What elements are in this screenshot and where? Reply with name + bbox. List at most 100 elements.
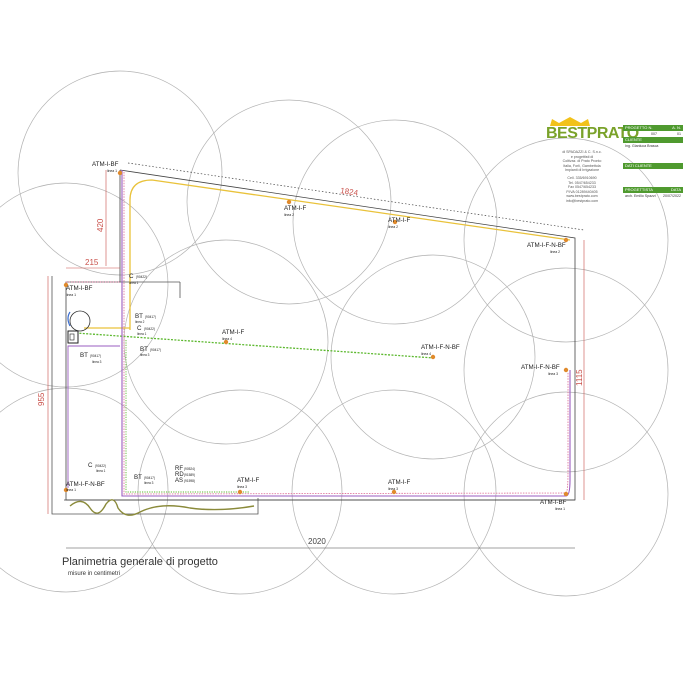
- fitting-label: RD (91589): [175, 472, 195, 478]
- sprinkler-label: ATM-I-F linea 3: [237, 477, 259, 489]
- sprinkler-label: ATM-I-F-N-BF linea 2: [527, 242, 566, 254]
- sprinkler-label: ATM-I-F-N-BF linea 3: [521, 364, 560, 376]
- svg-text:ATM-I-F: ATM-I-F: [237, 477, 259, 484]
- svg-text:ATM-I-F-N-BF: ATM-I-F-N-BF: [521, 364, 560, 371]
- svg-text:(90417): (90417): [145, 315, 156, 319]
- svg-text:ATM-I-F-N-BF: ATM-I-F-N-BF: [66, 481, 105, 488]
- svg-text:linea 3: linea 3: [237, 485, 247, 489]
- component-label: C (90422) linea 1: [137, 325, 155, 336]
- dimension-labels: 1824 420 215 955 1115 2020: [37, 186, 584, 546]
- svg-text:linea 3: linea 3: [144, 481, 154, 485]
- svg-text:(90422): (90422): [95, 464, 106, 468]
- sprinkler-head: [391, 489, 397, 495]
- project-info-table: PROGETTO N. A. N. 007 01 CLIENTE Ing. Gi…: [623, 125, 683, 199]
- sprinkler-head: [237, 489, 243, 495]
- dimension-bottom: 2020: [308, 537, 326, 546]
- hedge-squiggle: [69, 499, 255, 516]
- well-symbol: [69, 310, 91, 332]
- svg-text:(90417): (90417): [150, 348, 161, 352]
- sprinkler-label: ATM-I-F linea 3: [388, 479, 410, 491]
- sprinkler-head: [392, 219, 398, 225]
- line-green: [75, 332, 435, 359]
- svg-text:ATM-I-F-N-BF: ATM-I-F-N-BF: [527, 242, 566, 249]
- line-pink: [123, 172, 569, 495]
- brand-line: di SPADAZZI & C. S.n.c.: [562, 150, 602, 154]
- svg-text:linea 1: linea 1: [66, 293, 76, 297]
- component-label: BT (90417) linea 2: [135, 313, 156, 324]
- dimension-left-upper: 420: [96, 218, 105, 232]
- line-purple: [121, 170, 571, 497]
- component-label: BT (90417) linea 3: [80, 352, 102, 364]
- svg-text:linea 2: linea 2: [388, 225, 398, 229]
- svg-text:linea 2: linea 2: [550, 250, 560, 254]
- sprinkler-label: ATM-I-BF linea 1: [66, 285, 93, 297]
- svg-text:ATM-I-BF: ATM-I-BF: [66, 285, 93, 292]
- property-outline: [51, 169, 576, 515]
- brand-line: P.IVA 01289440405: [566, 189, 598, 194]
- brand-info: di SPADAZZI & C. S.n.c. e progettisti di…: [544, 150, 620, 204]
- svg-text:linea 1: linea 1: [107, 169, 117, 173]
- brand-line: www.bestprato.com: [566, 194, 598, 199]
- plan-subtitle: misure in centimetri: [68, 571, 121, 577]
- table-row: Ing. Gianluca Brasca: [625, 144, 659, 148]
- component-labels: C (90422) linea 1 BT (90417) linea 2 C (…: [80, 273, 161, 485]
- table-row: 007 01: [651, 132, 681, 136]
- svg-text:linea 2: linea 2: [284, 213, 294, 217]
- valve-arc: [67, 311, 71, 327]
- svg-text:BT: BT: [134, 474, 142, 481]
- svg-text:linea 4: linea 4: [421, 352, 431, 356]
- line-yellow: [129, 179, 571, 330]
- fitting-label: AS (91598): [175, 478, 195, 484]
- table-header: PROGETTO N. A. N.: [623, 125, 683, 131]
- dimension-right: 1115: [575, 369, 584, 386]
- brand-line: e progettisti di: [570, 154, 594, 159]
- svg-text:(90422): (90422): [136, 275, 147, 279]
- svg-text:BT: BT: [135, 313, 143, 320]
- svg-text:C: C: [88, 462, 93, 469]
- table-row: arch. Emilio Spazzi 20/07/2022: [625, 194, 681, 198]
- sprinkler-labels: ATM-I-BF linea 1 ATM-I-F linea 2 ATM-I-F…: [66, 161, 567, 511]
- sprinkler-heads: [63, 170, 569, 497]
- svg-text:ATM-I-F: ATM-I-F: [222, 329, 244, 336]
- sprinkler-head: [117, 170, 123, 176]
- svg-text:C: C: [137, 325, 142, 332]
- throw-circle: [463, 137, 669, 343]
- svg-text:RF: RF: [175, 466, 183, 472]
- brand-line: Cell. 335/6910690: [567, 175, 597, 180]
- svg-text:linea 4: linea 4: [222, 337, 232, 341]
- valve-box: [67, 310, 91, 344]
- throw-circles: [0, 70, 669, 597]
- svg-text:ATM-I-BF: ATM-I-BF: [92, 161, 119, 168]
- svg-text:linea 3: linea 3: [140, 353, 150, 357]
- svg-text:(91589): (91589): [184, 473, 195, 477]
- throw-circle: [123, 239, 329, 445]
- sprinkler-head: [63, 487, 69, 493]
- control-box: [67, 330, 79, 344]
- dimension-top: 1824: [340, 186, 359, 198]
- svg-text:linea 3: linea 3: [548, 372, 558, 376]
- sprinkler-label: ATM-I-BF linea 1: [92, 161, 119, 173]
- svg-text:(91598): (91598): [184, 479, 195, 483]
- sprinkler-label: ATM-I-F-N-BF linea 1: [66, 481, 105, 492]
- svg-text:linea 1: linea 1: [555, 507, 565, 511]
- sprinkler-label: ATM-I-F linea 2: [284, 205, 306, 217]
- sprinkler-head: [430, 354, 436, 360]
- fitting-label: RF (90524): [175, 466, 195, 472]
- brand-line: info@bestprato.com: [565, 198, 599, 203]
- svg-text:linea 1: linea 1: [129, 281, 139, 285]
- brand-block: BESTPRATO di SPADAZZI & C. S.n.c. e prog…: [540, 117, 639, 277]
- dimension-lines: [47, 170, 585, 549]
- dimension-left-total: 955: [37, 392, 46, 406]
- svg-text:linea 2: linea 2: [135, 320, 145, 324]
- svg-text:C: C: [129, 273, 134, 280]
- brand-line: Coltivaz. di Prato Pronto: [562, 159, 602, 164]
- svg-text:(90417): (90417): [144, 476, 155, 480]
- svg-text:(90524): (90524): [184, 467, 195, 471]
- svg-text:(90417): (90417): [90, 354, 101, 358]
- sprinkler-head: [63, 282, 69, 288]
- component-label: BT (90417) linea 3: [140, 346, 161, 357]
- brand-line: Impianti di Irrigazione: [564, 168, 600, 173]
- throw-circle: [330, 254, 536, 460]
- table-header: PROGETTISTA DATA: [623, 187, 683, 193]
- dimension-left-step: 215: [85, 258, 99, 267]
